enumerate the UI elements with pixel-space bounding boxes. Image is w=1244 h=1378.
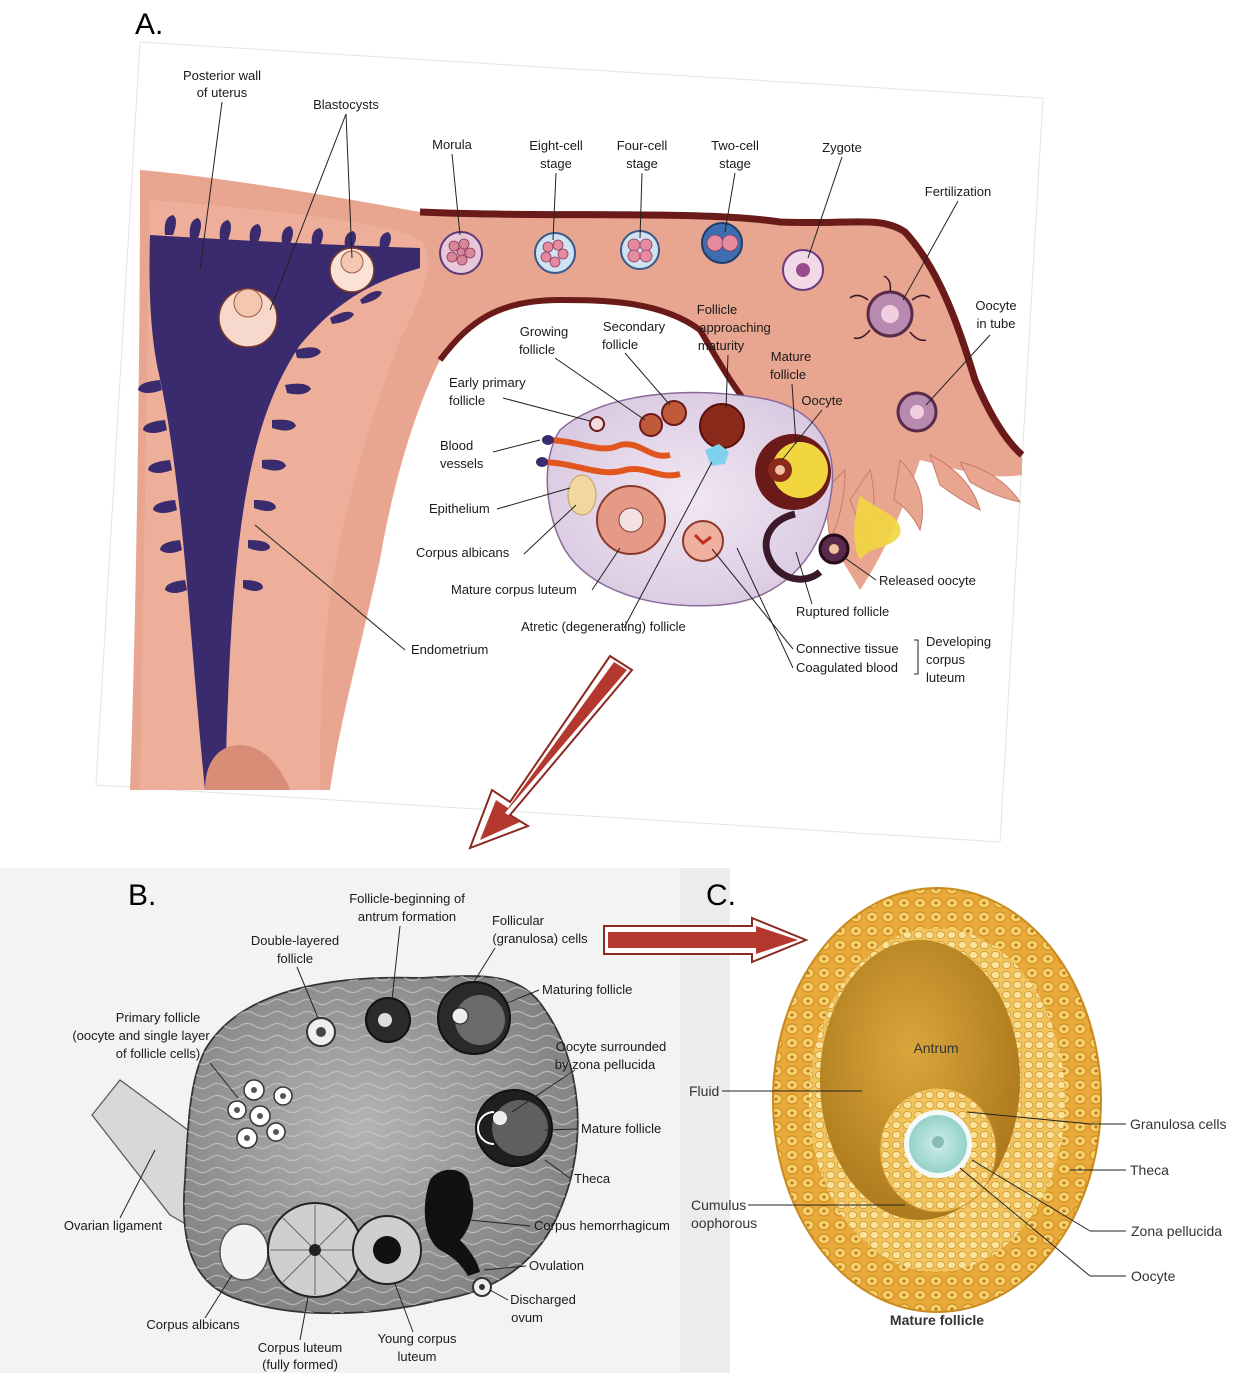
panel-b-letter: B.: [128, 879, 156, 912]
label-b-primary-3: of follicle cells): [116, 1046, 201, 1061]
label-b-primary-2: (oocyte and single layer: [72, 1028, 210, 1043]
label-b-zona: Oocyte surrounded: [556, 1039, 667, 1054]
label-two-cell-2: stage: [719, 156, 751, 171]
label-b-maturing: Maturing follicle: [542, 982, 632, 997]
label-b-mature: Mature follicle: [581, 1121, 661, 1136]
label-b-double: Double-layered: [251, 933, 339, 948]
b-corpus-albicans: [220, 1224, 268, 1280]
label-growing: Growing: [520, 324, 568, 339]
label-c-antrum: Antrum: [913, 1040, 958, 1056]
label-secondary: Secondary: [603, 319, 666, 334]
label-b-ovulation: Ovulation: [529, 1258, 584, 1273]
label-c-cumulus: Cumulus: [691, 1197, 746, 1213]
label-approaching-3: maturity: [698, 338, 745, 353]
label-c-cumulus-2: oophorous: [691, 1215, 757, 1231]
label-connective: Connective tissue: [796, 641, 899, 656]
label-early-primary-2: follicle: [449, 393, 485, 408]
label-ruptured: Ruptured follicle: [796, 604, 889, 619]
label-b-discharged: Discharged: [510, 1292, 576, 1307]
early-primary-follicle: [590, 417, 604, 431]
label-b-primary: Primary follicle: [116, 1010, 201, 1025]
label-b-young-2: luteum: [397, 1349, 436, 1364]
label-c-fluid: Fluid: [689, 1083, 719, 1099]
label-mature: Mature: [771, 349, 811, 364]
label-b-double-2: follicle: [277, 951, 313, 966]
label-mature-2: follicle: [770, 367, 806, 382]
label-blood-vessels: Blood: [440, 438, 473, 453]
label-oocyte-tube: Oocyte: [975, 298, 1016, 313]
panel-c-letter: C.: [706, 879, 736, 912]
label-developing-3: luteum: [926, 670, 965, 685]
label-fertilization: Fertilization: [925, 184, 991, 199]
c-caption: Mature follicle: [890, 1312, 984, 1328]
label-developing: Developing: [926, 634, 991, 649]
label-growing-2: follicle: [519, 342, 555, 357]
label-c-theca: Theca: [1130, 1162, 1169, 1178]
zygote-nucleus: [796, 263, 810, 277]
c-oocyte-nucleus: [932, 1136, 944, 1148]
label-c-granulosa: Granulosa cells: [1130, 1116, 1227, 1132]
label-b-follicular: Follicular: [492, 913, 545, 928]
label-eight-cell-2: stage: [540, 156, 572, 171]
panel-a-letter: A.: [135, 8, 163, 41]
label-b-zona-2: by zona pellucida: [555, 1057, 656, 1072]
label-eight-cell: Eight-cell: [529, 138, 583, 153]
secondary-follicle: [662, 401, 686, 425]
label-two-cell: Two-cell: [711, 138, 759, 153]
label-four-cell: Four-cell: [617, 138, 668, 153]
label-developing-2: corpus: [926, 652, 966, 667]
growing-follicle: [640, 414, 662, 436]
label-b-hemorrhagicum: Corpus hemorrhagicum: [534, 1218, 670, 1233]
label-four-cell-2: stage: [626, 156, 658, 171]
label-b-luteum-full-2: (fully formed): [262, 1357, 338, 1372]
label-corpus-albicans: Corpus albicans: [416, 545, 510, 560]
label-secondary-2: follicle: [602, 337, 638, 352]
label-b-luteum-full: Corpus luteum: [258, 1340, 343, 1355]
label-c-zona: Zona pellucida: [1131, 1223, 1222, 1239]
label-mature-corpus-luteum: Mature corpus luteum: [451, 582, 577, 597]
label-b-albicans: Corpus albicans: [146, 1317, 240, 1332]
label-b-young: Young corpus: [377, 1331, 457, 1346]
label-approaching-2: approaching: [699, 320, 771, 335]
label-atretic: Atretic (degenerating) follicle: [521, 619, 686, 634]
label-oocyte: Oocyte: [801, 393, 842, 408]
label-posterior-wall: Posterior wall: [183, 68, 261, 83]
label-epithelium: Epithelium: [429, 501, 490, 516]
label-posterior-wall-2: of uterus: [197, 85, 248, 100]
label-b-follicular-2: (granulosa) cells: [492, 931, 588, 946]
label-b-discharged-2: ovum: [511, 1310, 543, 1325]
label-blastocysts: Blastocysts: [313, 97, 379, 112]
label-b-ligament: Ovarian ligament: [64, 1218, 163, 1233]
blastocyst-inner-mass: [234, 289, 262, 317]
label-released-oocyte: Released oocyte: [879, 573, 976, 588]
label-b-antrum-2: antrum formation: [358, 909, 456, 924]
label-b-antrum: Follicle-beginning of: [349, 891, 465, 906]
label-coagulated: Coagulated blood: [796, 660, 898, 675]
label-blood-vessels-2: vessels: [440, 456, 484, 471]
follicle-approaching-maturity: [700, 404, 744, 448]
label-zygote: Zygote: [822, 140, 862, 155]
label-early-primary: Early primary: [449, 375, 526, 390]
oocyte-in-tube: [898, 393, 936, 431]
label-approaching: Follicle: [697, 302, 737, 317]
label-b-theca: Theca: [574, 1171, 611, 1186]
label-morula: Morula: [432, 137, 473, 152]
label-oocyte-tube-2: in tube: [976, 316, 1015, 331]
label-endometrium: Endometrium: [411, 642, 488, 657]
label-c-oocyte: Oocyte: [1131, 1268, 1176, 1284]
